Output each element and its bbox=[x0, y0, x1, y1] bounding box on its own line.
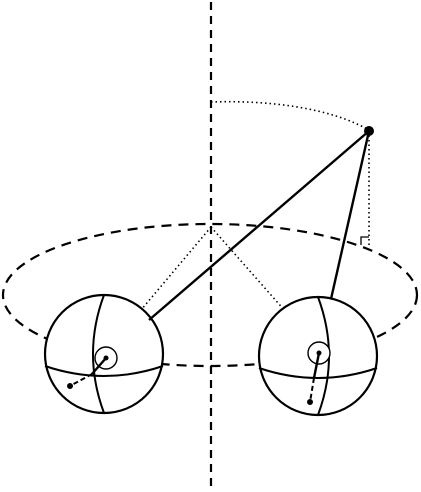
line-point-to-sphere-right bbox=[329, 130, 371, 300]
dashed-orbit-ellipse bbox=[1, 222, 419, 368]
line-point-to-sphere-left bbox=[148, 130, 370, 321]
sphere-right bbox=[257, 295, 379, 417]
sphere-left bbox=[43, 293, 165, 415]
dotted-line-right bbox=[210, 226, 287, 313]
right-angle-marker bbox=[360, 236, 369, 245]
dotted-line-left bbox=[140, 226, 212, 311]
dotted-arc bbox=[210, 100, 370, 131]
point bbox=[364, 126, 374, 136]
